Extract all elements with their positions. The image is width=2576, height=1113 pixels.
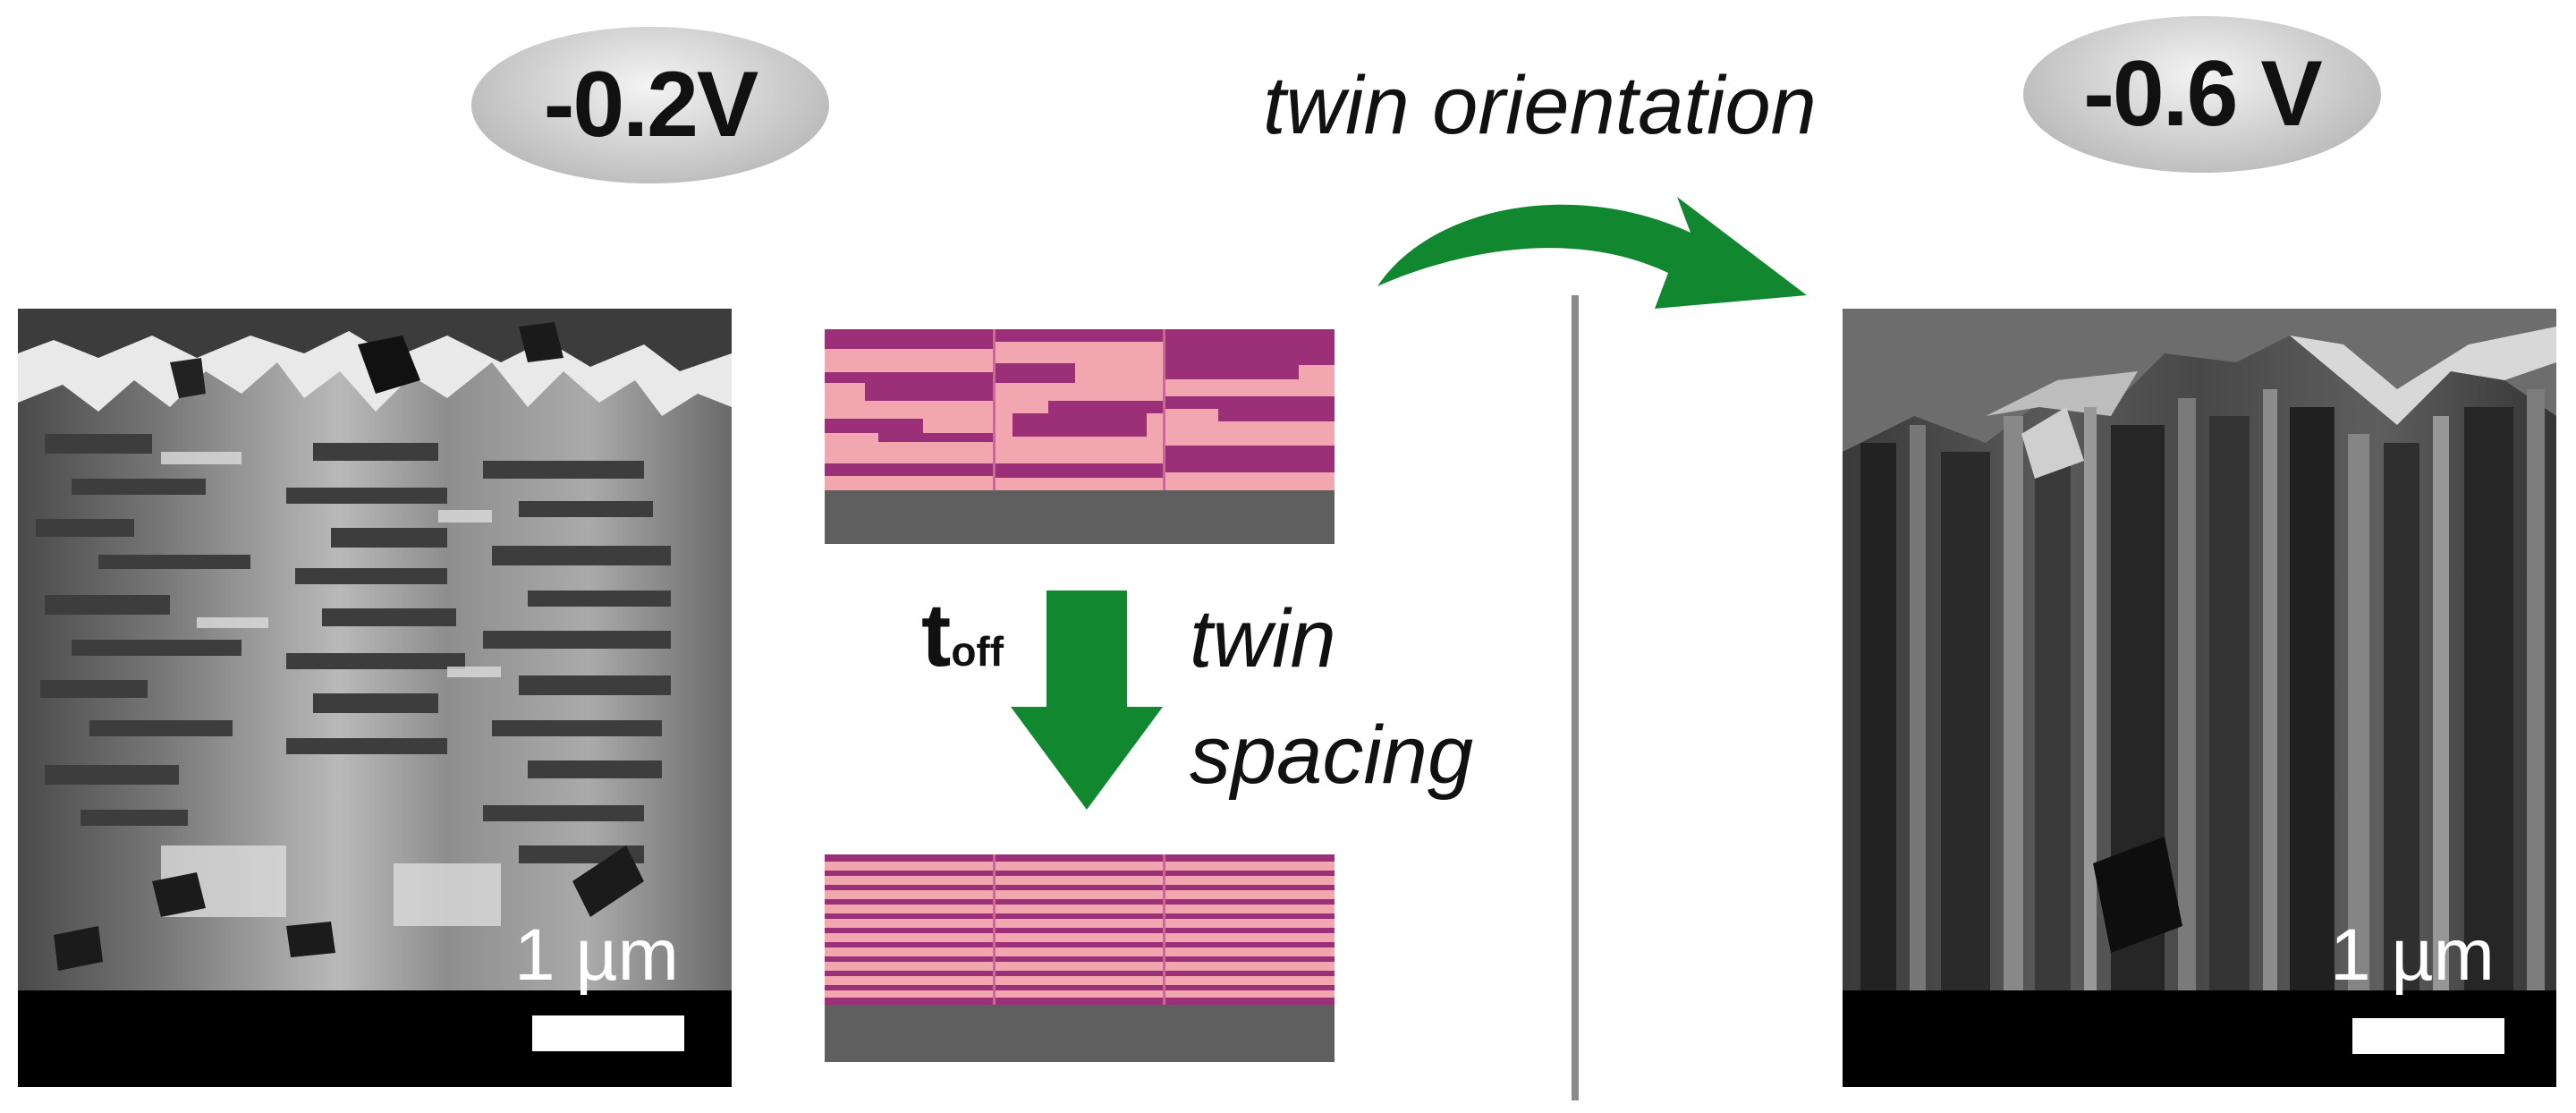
scale-bar-right <box>2352 1018 2504 1054</box>
voltage-right-label: -0.6 V <box>2083 42 2322 146</box>
curved-arrow-icon <box>1377 197 1807 309</box>
toff-main: t <box>921 585 952 685</box>
scale-label-right: 1 µm <box>2330 914 2495 996</box>
sem-image-left: 1 µm <box>18 309 732 1087</box>
voltage-badge-left: -0.2V <box>471 27 829 183</box>
voltage-left-label: -0.2V <box>543 53 759 157</box>
schematic-coarse-twins <box>825 329 1335 544</box>
schematic-fine-twins <box>825 854 1335 1062</box>
scale-label-left: 1 µm <box>514 914 679 996</box>
twin-orientation-label: twin orientation <box>1263 60 1817 151</box>
twin-spacing-label-line1: twin <box>1190 593 1336 684</box>
down-arrow-icon <box>1011 590 1163 810</box>
twin-spacing-label-line2: spacing <box>1190 709 1474 801</box>
toff-sub: off <box>951 628 1004 675</box>
voltage-badge-right: -0.6 V <box>2023 16 2381 173</box>
toff-label: toff <box>921 590 1004 680</box>
panel-divider <box>1572 295 1579 1100</box>
scale-bar-left <box>532 1015 684 1051</box>
sem-image-right: 1 µm <box>1843 309 2556 1087</box>
